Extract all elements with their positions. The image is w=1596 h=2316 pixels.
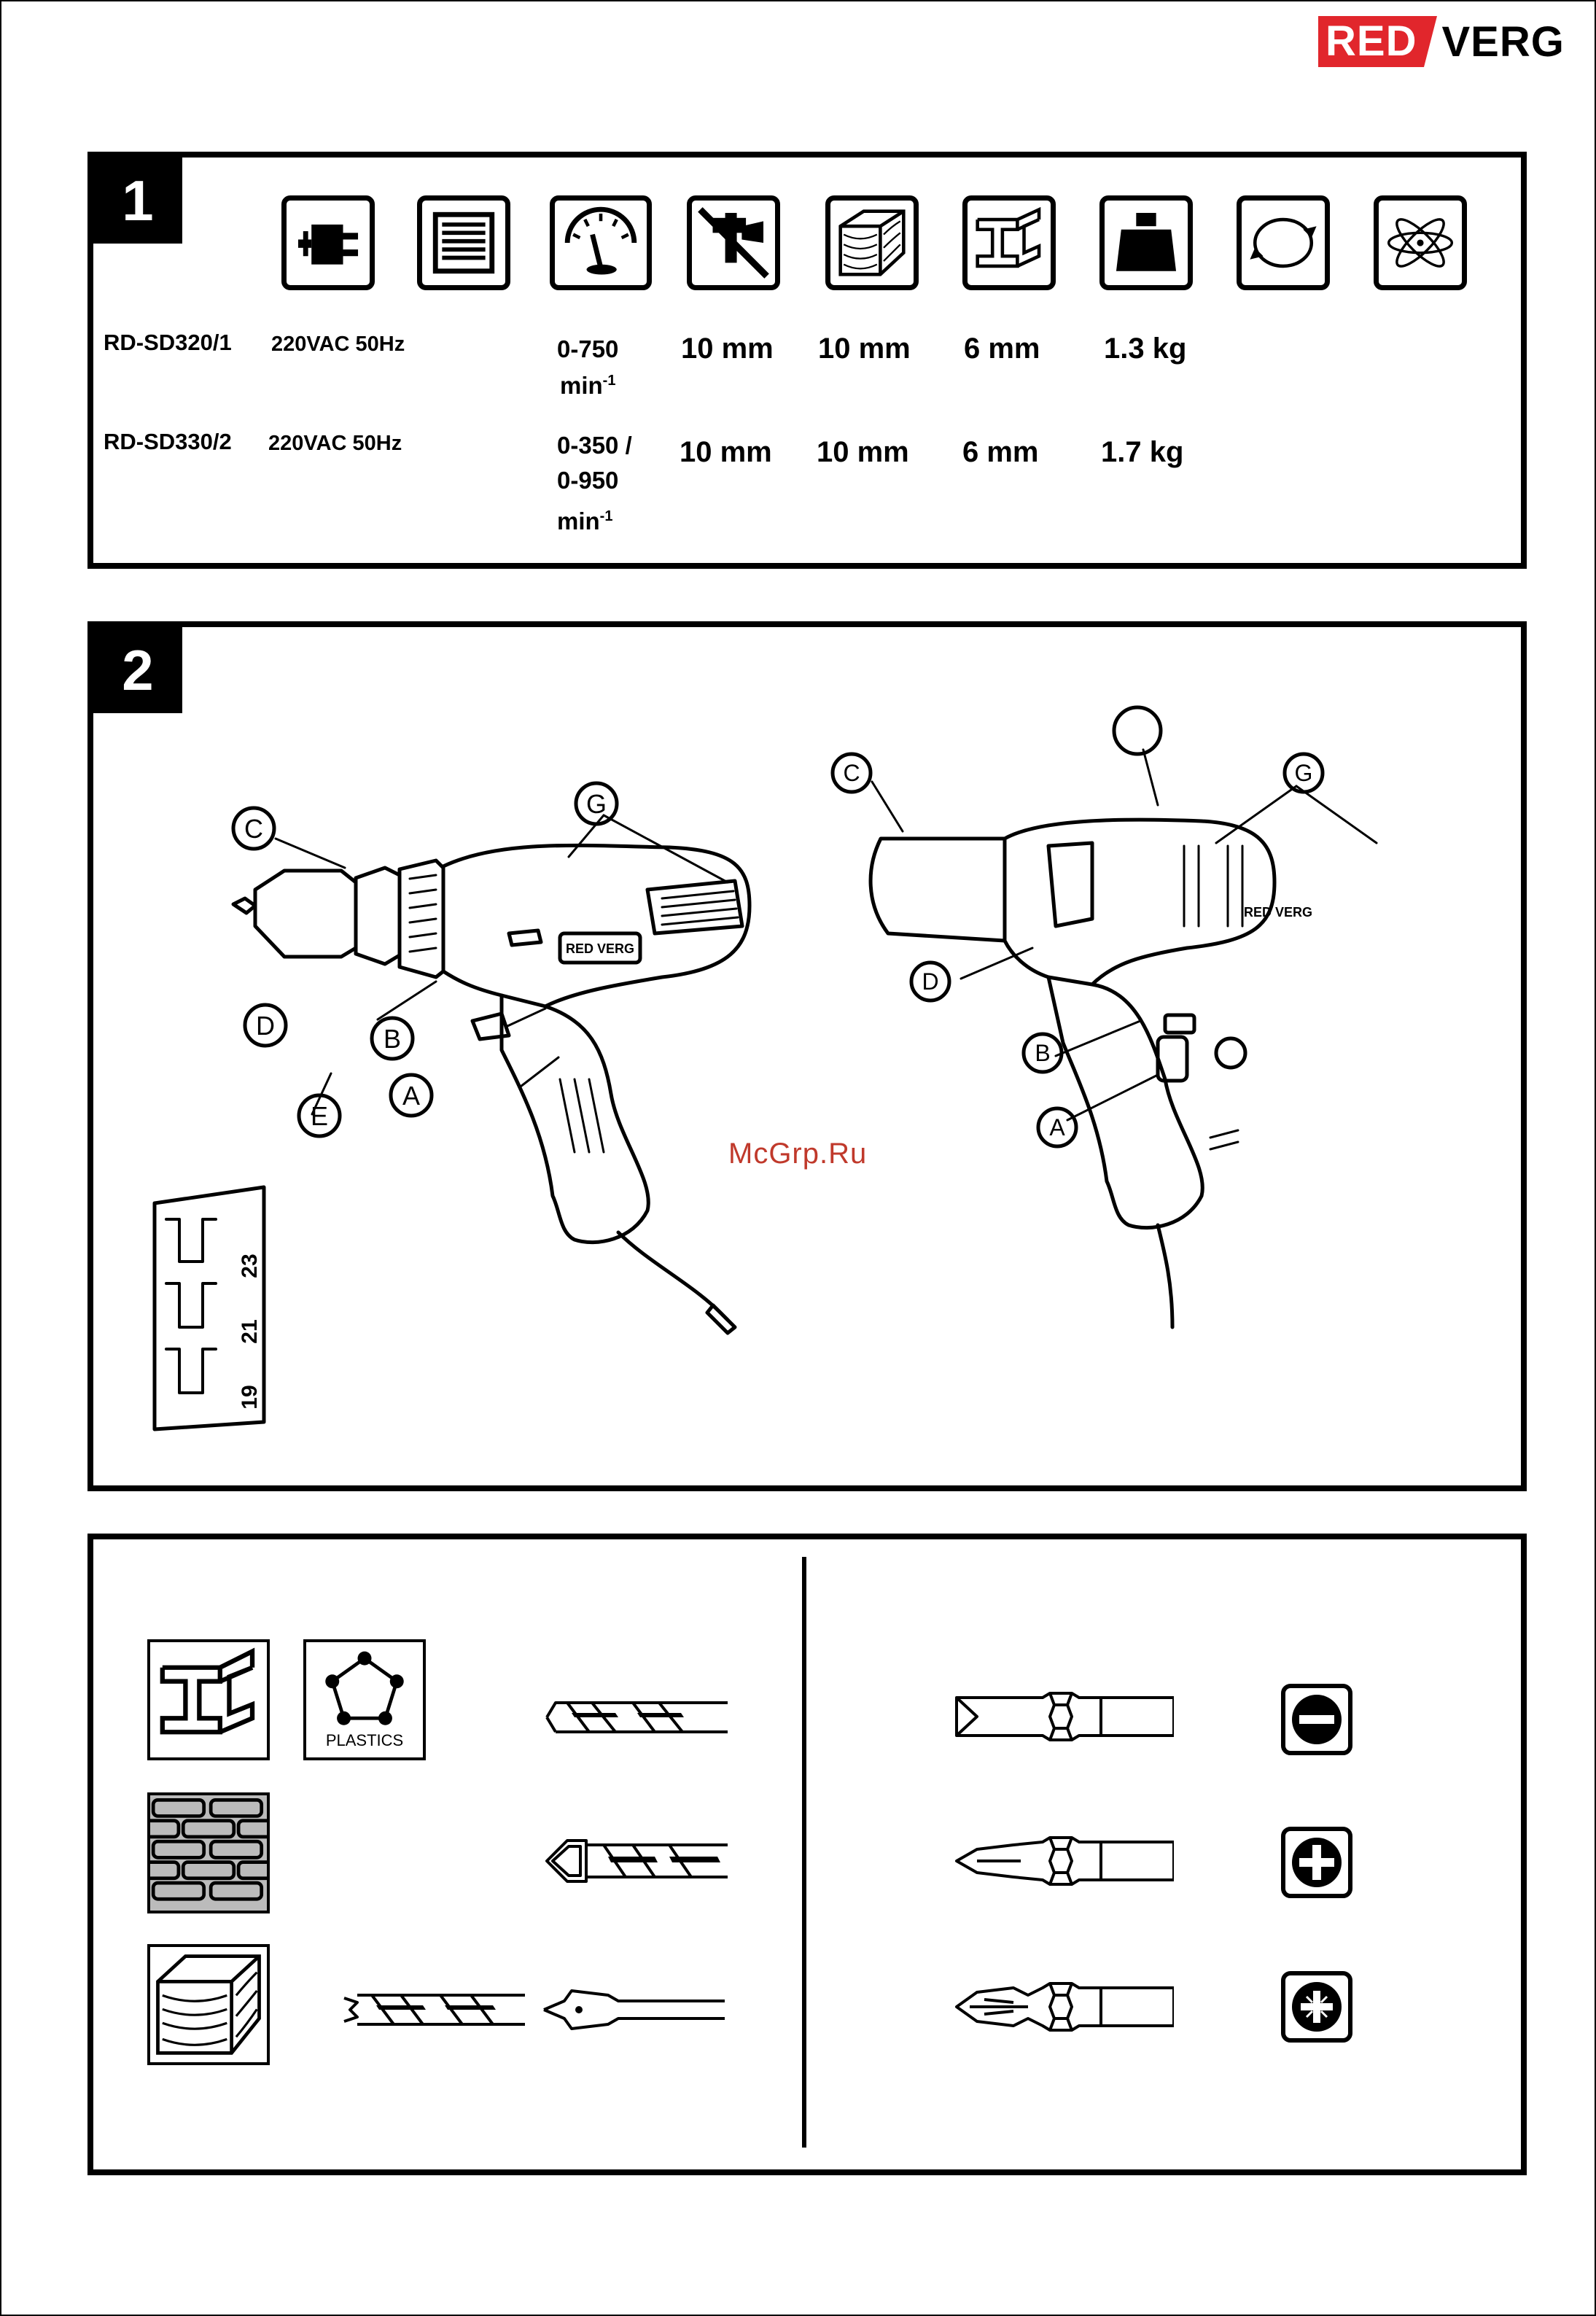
steel-beam-icon xyxy=(962,195,1056,290)
pozidriv-screw-icon xyxy=(1280,1970,1353,2043)
left-drill-chuck-tip xyxy=(233,898,255,913)
plastics-icon: PLASTICS xyxy=(303,1639,426,1760)
brand-logo-text: VERG xyxy=(1441,18,1564,66)
model-name: RD-SD320/1 xyxy=(104,330,232,356)
label-a: A xyxy=(402,1081,420,1111)
slotted-screwdriver-bit xyxy=(955,1690,1174,1741)
masonry-drill-bit xyxy=(545,1835,728,1886)
watermark: McGrp.Ru xyxy=(728,1138,867,1170)
panel-divider xyxy=(802,1557,806,2148)
drill-logo: RED VERG xyxy=(1244,905,1312,920)
label-d: D xyxy=(922,968,938,995)
weight-value: 1.7 kg xyxy=(1101,436,1183,469)
label-g: G xyxy=(1295,760,1313,786)
label-g: G xyxy=(586,789,607,819)
steel-drill-capacity: 10 mm xyxy=(680,436,772,469)
right-drill-nose xyxy=(871,839,1005,941)
weight-value: 1.3 kg xyxy=(1104,333,1186,365)
left-drill-collar xyxy=(356,868,400,964)
label-d: D xyxy=(256,1011,275,1041)
screw-capacity: 6 mm xyxy=(962,436,1039,469)
left-drill-chuck xyxy=(255,871,356,957)
plastics-label: PLASTICS xyxy=(306,1731,423,1750)
speed-gauge-icon xyxy=(550,195,652,290)
vibration-icon xyxy=(1374,195,1467,290)
rpm-unit: min-1 xyxy=(557,508,612,535)
torque-scale-value: 23 xyxy=(238,1254,262,1278)
right-drill-body xyxy=(1005,820,1274,984)
rpm-unit: min-1 xyxy=(560,372,615,400)
drill-parts-panel: 2 xyxy=(87,621,1527,1491)
brick-icon xyxy=(147,1792,270,1913)
pozidriv-screwdriver-bit xyxy=(955,1981,1174,2032)
screw-capacity: 6 mm xyxy=(964,333,1040,365)
phillips-screw-icon xyxy=(1280,1826,1353,1899)
no-hammer-icon xyxy=(687,195,780,290)
label-c: C xyxy=(843,760,860,786)
rotation-icon xyxy=(1237,195,1330,290)
drill-logo: RED VERG xyxy=(566,941,634,956)
weight-icon xyxy=(1099,195,1193,290)
right-drill-cord xyxy=(1158,1225,1172,1327)
drill-diagram: C G D B A E C G D B A RED VERG RED VERG … xyxy=(93,627,1521,1485)
wood-icon xyxy=(147,1944,270,2065)
slotted-screw-icon xyxy=(1280,1683,1353,1756)
left-drill-cord-end xyxy=(707,1305,735,1333)
torque-scale-value: 19 xyxy=(238,1385,262,1409)
label-b: B xyxy=(1035,1040,1050,1066)
steel-drill-capacity: 10 mm xyxy=(681,333,774,365)
label-a: A xyxy=(1049,1114,1065,1140)
panel-number: 1 xyxy=(93,158,182,244)
label-e: E xyxy=(311,1101,328,1131)
voltage-value: 220VAC 50Hz xyxy=(271,333,405,357)
motor-icon xyxy=(417,195,510,290)
model-name: RD-SD330/2 xyxy=(104,429,232,455)
rpm-value: 0-350 / xyxy=(557,432,632,459)
wood-drill-bit xyxy=(343,1988,525,2032)
label-b: B xyxy=(384,1024,401,1054)
rpm-value: 0-950 xyxy=(557,467,618,494)
spade-bit xyxy=(542,1986,725,2033)
phillips-screwdriver-bit xyxy=(955,1835,1174,1886)
wood-drill-capacity: 10 mm xyxy=(818,333,911,365)
specs-panel: 1 RD-SD320/1 220VAC 50Hz 0-750 min-1 10 … xyxy=(87,152,1527,569)
wood-drill-capacity: 10 mm xyxy=(817,436,909,469)
torque-scale-value: 21 xyxy=(238,1319,262,1343)
steel-icon xyxy=(147,1639,270,1760)
left-drill-handle xyxy=(502,995,648,1243)
twist-drill-bit xyxy=(545,1695,728,1739)
rpm-value: 0-750 xyxy=(557,335,618,363)
plug-icon xyxy=(281,195,375,290)
voltage-value: 220VAC 50Hz xyxy=(268,432,402,456)
brand-logo: RED VERG xyxy=(1318,16,1565,67)
brand-logo-red: RED xyxy=(1318,16,1424,67)
label-c: C xyxy=(244,814,263,844)
wood-icon xyxy=(825,195,919,290)
